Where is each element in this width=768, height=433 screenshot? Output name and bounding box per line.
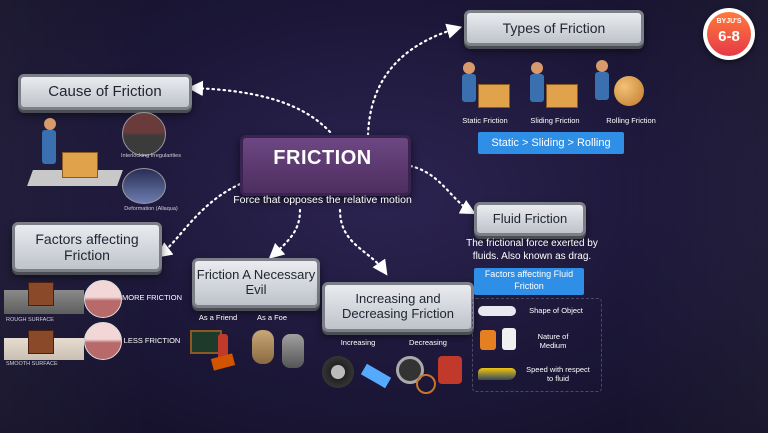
fluid-heading-box: Fluid Friction — [474, 202, 586, 236]
arrow-to-evil — [268, 208, 302, 259]
logo-grade: 6-8 — [718, 28, 740, 45]
as-a-friend-label: As a Friend — [198, 313, 238, 322]
ring-icon — [416, 374, 436, 394]
arrow-to-fluid — [403, 163, 476, 215]
types-heading: Types of Friction — [502, 19, 606, 36]
box-icon — [478, 84, 510, 108]
center-node — [240, 135, 411, 196]
worn-tyre-icon — [282, 334, 304, 368]
tyre-icon — [322, 356, 354, 388]
ball-icon — [614, 76, 644, 106]
decreasing-label: Decreasing — [409, 338, 447, 347]
fluid-heading: Fluid Friction — [492, 210, 568, 226]
rolling-friction-illustration — [594, 58, 650, 110]
increasing-label: Increasing — [340, 338, 376, 347]
block-icon — [28, 282, 54, 306]
shape-of-object-label: Shape of Object — [529, 306, 583, 315]
cause-heading: Cause of Friction — [48, 83, 162, 101]
evil-heading-box: Friction A Necessary Evil — [192, 258, 320, 308]
less-friction-label: LESS FRICTION — [123, 336, 181, 345]
milk-jug-icon — [502, 328, 516, 350]
sliding-friction-illustration — [526, 60, 582, 110]
fluid-factors-badge: Factors affecting Fluid Friction — [474, 268, 584, 295]
incdec-heading-box: Increasing and Decreasing Friction — [322, 282, 474, 332]
background-wall-right — [618, 0, 768, 433]
static-friction-illustration — [458, 60, 514, 110]
as-a-foe-label: As a Foe — [256, 313, 287, 322]
fluid-description: The frictional force exerted by fluids. … — [466, 238, 598, 262]
more-friction-label: MORE FRICTION — [122, 293, 182, 302]
kid-icon — [531, 62, 543, 74]
nature-of-medium-label: Nature of Medium — [537, 332, 569, 350]
kid-body-icon — [530, 74, 544, 102]
logo-brand: BYJU'S — [716, 18, 742, 25]
lubricant-icon — [438, 356, 462, 384]
airplane-icon — [478, 306, 516, 316]
background-wall-left — [0, 0, 150, 433]
deformation-label: Deformation (Allaqua) — [124, 206, 178, 212]
cause-heading-box: Cause of Friction — [18, 74, 192, 110]
speedboat-icon — [478, 368, 516, 380]
kid-icon — [596, 60, 608, 72]
deformation-icon — [122, 168, 166, 204]
rolling-friction-label: Rolling Friction — [606, 116, 656, 125]
speed-label: Speed with respect to fluid — [526, 365, 590, 383]
friction-order-badge: Static > Sliding > Rolling — [478, 132, 624, 154]
honey-jar-icon — [480, 330, 496, 350]
irregularities-label: Interlocking Irregularities — [121, 153, 181, 159]
box-icon — [62, 152, 98, 178]
rough-surface-label: ROUGH SURFACE — [6, 317, 54, 323]
types-heading-box: Types of Friction — [464, 10, 644, 46]
friction-definition: Force that opposes the relative motion — [233, 194, 412, 206]
smooth-closeup-icon — [84, 322, 122, 360]
rough-closeup-icon — [84, 280, 122, 318]
kid-icon — [463, 62, 475, 74]
kid-body-icon — [595, 72, 609, 100]
arrow-to-incdec — [338, 208, 388, 276]
logo-inner — [707, 12, 751, 56]
arrow-to-cause — [187, 80, 332, 134]
center-title: FRICTION — [273, 147, 372, 169]
cause-illustration — [27, 112, 180, 207]
sliding-friction-label: Sliding Friction — [530, 116, 580, 125]
block-icon — [28, 330, 54, 354]
smooth-surface-label: SMOOTH SURFACE — [6, 361, 58, 367]
teacher-icon — [218, 334, 228, 364]
irregularities-icon — [122, 112, 166, 156]
byjus-logo: BYJU'S 6-8 — [703, 8, 755, 60]
arrow-to-factors — [156, 180, 247, 258]
kid-icon — [44, 118, 56, 130]
static-friction-label: Static Friction — [462, 116, 508, 125]
arrow-to-types — [366, 23, 463, 137]
fluid-factors-panel — [472, 298, 602, 392]
incdec-heading: Increasing and Decreasing Friction — [342, 291, 454, 321]
worn-shoes-icon — [252, 330, 274, 364]
box-icon — [546, 84, 578, 108]
kid-body-icon — [462, 74, 476, 102]
evil-heading: Friction A Necessary Evil — [196, 267, 316, 297]
factors-heading-box: Factors affecting Friction — [12, 222, 162, 272]
factors-heading: Factors affecting Friction — [35, 230, 139, 263]
kid-body-icon — [42, 130, 56, 164]
